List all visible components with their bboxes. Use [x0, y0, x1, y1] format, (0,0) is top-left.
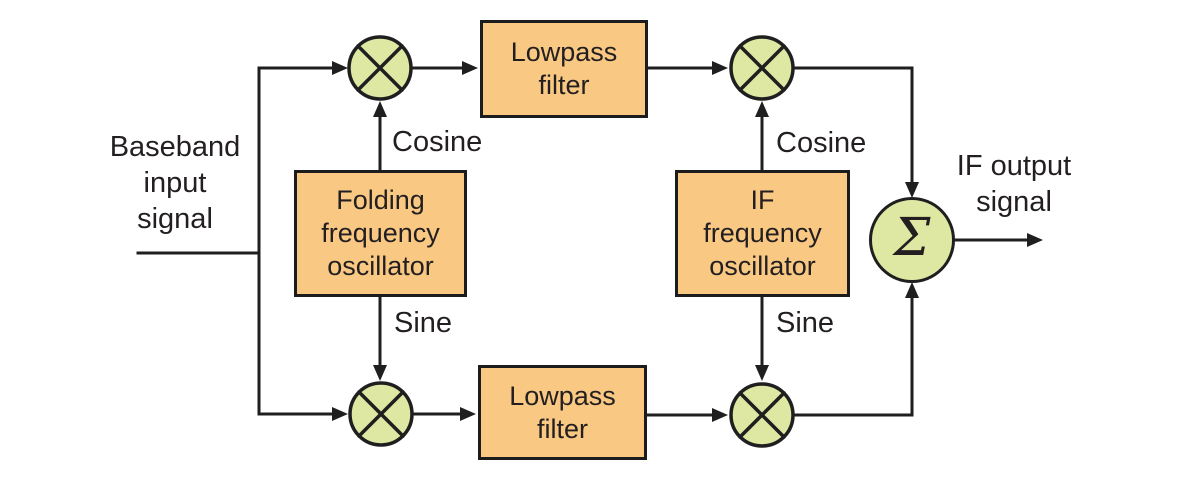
folding-cosine-label: Cosine	[392, 126, 483, 158]
if-oscillator-box: IF frequency oscillator	[675, 170, 850, 297]
wire-bottom-mixer-to-summer	[792, 282, 919, 417]
if-oscillator-line1: IF	[750, 185, 775, 215]
summer-node: Σ	[869, 197, 955, 283]
lowpass-filter-top-box: Lowpass filter	[480, 20, 648, 118]
lowpass-top-line2: filter	[538, 70, 590, 100]
folding-oscillator-line1: Folding	[336, 185, 425, 215]
if-sine-label: Sine	[776, 307, 835, 339]
if-output-label: IF output signal	[934, 148, 1094, 220]
folding-oscillator-line3: oscillator	[327, 251, 434, 281]
if-output-line2: signal	[976, 186, 1052, 218]
wire-top-mixer-to-summer	[792, 66, 919, 198]
multiplier-bottom-left-icon	[348, 381, 414, 447]
lowpass-bottom-line2: filter	[536, 413, 588, 444]
multiplier-top-left-icon	[347, 35, 413, 101]
lowpass-bottom-line1: Lowpass	[509, 380, 616, 411]
multiplier-top-right-icon	[729, 35, 795, 101]
lowpass-filter-bottom-box: Lowpass filter	[478, 365, 647, 460]
baseband-input-line2: input	[143, 167, 207, 199]
lowpass-top-line1: Lowpass	[510, 37, 618, 67]
if-oscillator-line2: frequency	[703, 218, 822, 248]
wire-branch-to-top-mixer	[257, 61, 348, 416]
folding-oscillator-box: Folding frequency oscillator	[294, 170, 467, 297]
baseband-input-line3: signal	[137, 203, 213, 235]
if-oscillator-line3: oscillator	[709, 251, 816, 281]
sigma-icon: Σ	[893, 208, 931, 268]
folding-sine-label: Sine	[394, 307, 453, 339]
multiplier-bottom-right-icon	[729, 382, 795, 448]
baseband-input-line1: Baseband	[109, 131, 241, 163]
baseband-input-label: Baseband input signal	[85, 129, 265, 237]
if-output-line1: IF output	[956, 150, 1072, 182]
folding-oscillator-line2: frequency	[321, 218, 440, 248]
if-cosine-label: Cosine	[776, 127, 867, 159]
